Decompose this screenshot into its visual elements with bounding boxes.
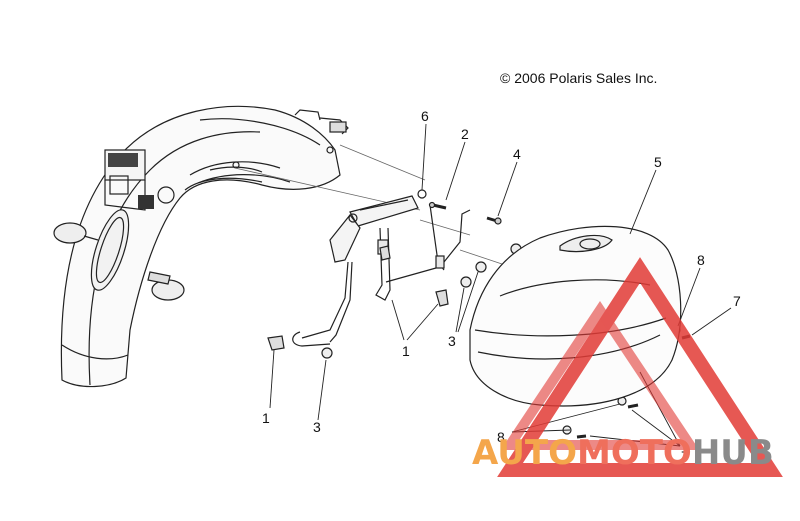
callout-7-top: 7 [733,293,741,309]
callout-1-center: 1 [402,343,410,359]
logo-hub: HUB [691,433,774,473]
callout-3-center: 3 [448,333,456,349]
callout-4: 4 [513,146,521,162]
callout-8-bottom: 8 [497,429,505,445]
rear-fender [53,105,349,388]
callout-6: 6 [421,108,429,124]
watermark-logo: AUTOMOTOHUB [472,436,774,470]
callout-3-left: 3 [313,419,321,435]
logo-auto: AUTO [472,433,577,473]
callout-7-bottom: 7 [681,448,689,464]
callout-5: 5 [654,154,662,170]
callout-8-top: 8 [697,252,705,268]
logo-moto: MOTO [576,433,692,473]
watermark-triangle [497,257,783,477]
copyright-text: © 2006 Polaris Sales Inc. [500,70,658,86]
callout-1-left: 1 [262,410,270,426]
saddlebag-bracket [292,189,471,347]
callout-2: 2 [461,126,469,142]
